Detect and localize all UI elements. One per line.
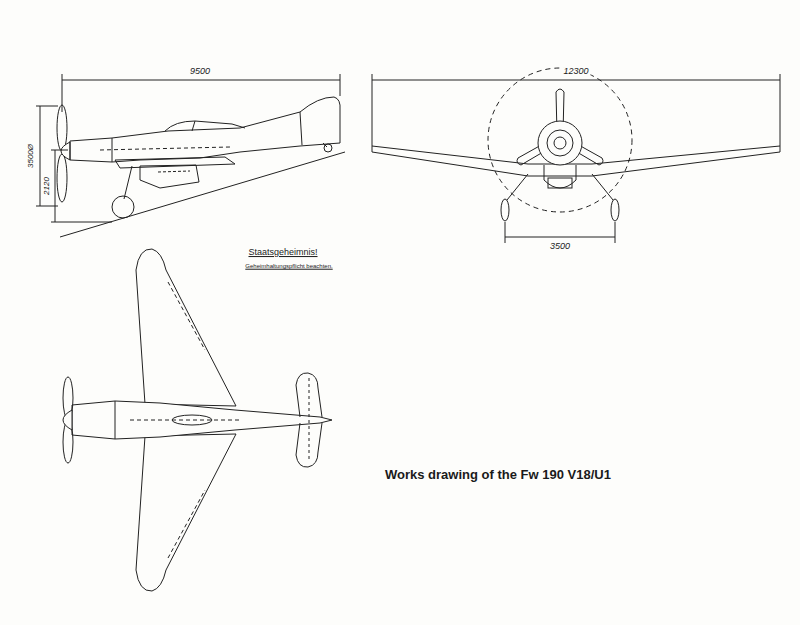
cowling-line [115,401,116,439]
wing [115,157,235,168]
aileron-line [168,282,205,350]
cowling-inner [547,130,573,156]
rudder-line [300,112,302,145]
fuselage [544,165,576,188]
main-wheel [112,196,134,218]
gear-leg [507,174,528,200]
fuselage [72,401,332,439]
ground-line [60,152,345,237]
hidden-line [158,171,190,172]
side-view [36,74,345,237]
plan-view [63,249,332,591]
supercharger-duct [548,178,572,188]
propeller-disc [488,68,632,212]
main-wheel [611,199,619,221]
aileron-line [168,490,205,558]
gear-leg [124,166,132,199]
hidden-line [100,147,230,150]
extension-line [505,222,506,243]
main-wheel [501,199,509,221]
spinner [63,410,72,430]
extension-line [615,222,616,243]
secret-stamp: Staatsgeheimnis! [248,248,317,258]
dimension-line [62,80,340,81]
extension-line [340,74,341,96]
extension-line [62,74,63,112]
gear-leg [592,174,613,200]
extension-line [36,106,58,107]
spinner [554,137,566,149]
wing [136,434,236,591]
dimension-label: 12300 [561,67,590,77]
dimension-line [372,80,780,81]
canopy-frame [192,121,195,131]
extension-line [372,74,373,146]
supercharger-duct [140,165,199,188]
propeller-blade [57,154,67,202]
canopy [172,415,212,425]
extension-line [51,222,112,223]
extension-line [780,74,781,146]
extension-line [51,150,68,151]
wing [136,249,236,406]
fuselage [70,97,340,162]
dimension-label: 3500Ø [27,142,36,170]
figure-caption: Works drawing of the Fw 190 V18/U1 [385,468,611,482]
tail-wheel [324,144,332,152]
dimension-line [505,237,615,238]
spinner [61,142,70,160]
secret-note: Geheimhaltungspflicht beachten. [245,263,332,270]
cowling-line [112,138,113,162]
dimension-label: 2120 [43,175,52,197]
dimension-line [55,150,56,222]
front-view [372,68,780,243]
dimension-label: 9500 [188,67,212,77]
cowling [538,121,582,165]
canopy [165,121,245,131]
elevator-line [309,378,310,462]
hidden-line [130,420,240,421]
dimension-line [40,106,41,206]
dimension-label: 3500 [548,242,572,252]
